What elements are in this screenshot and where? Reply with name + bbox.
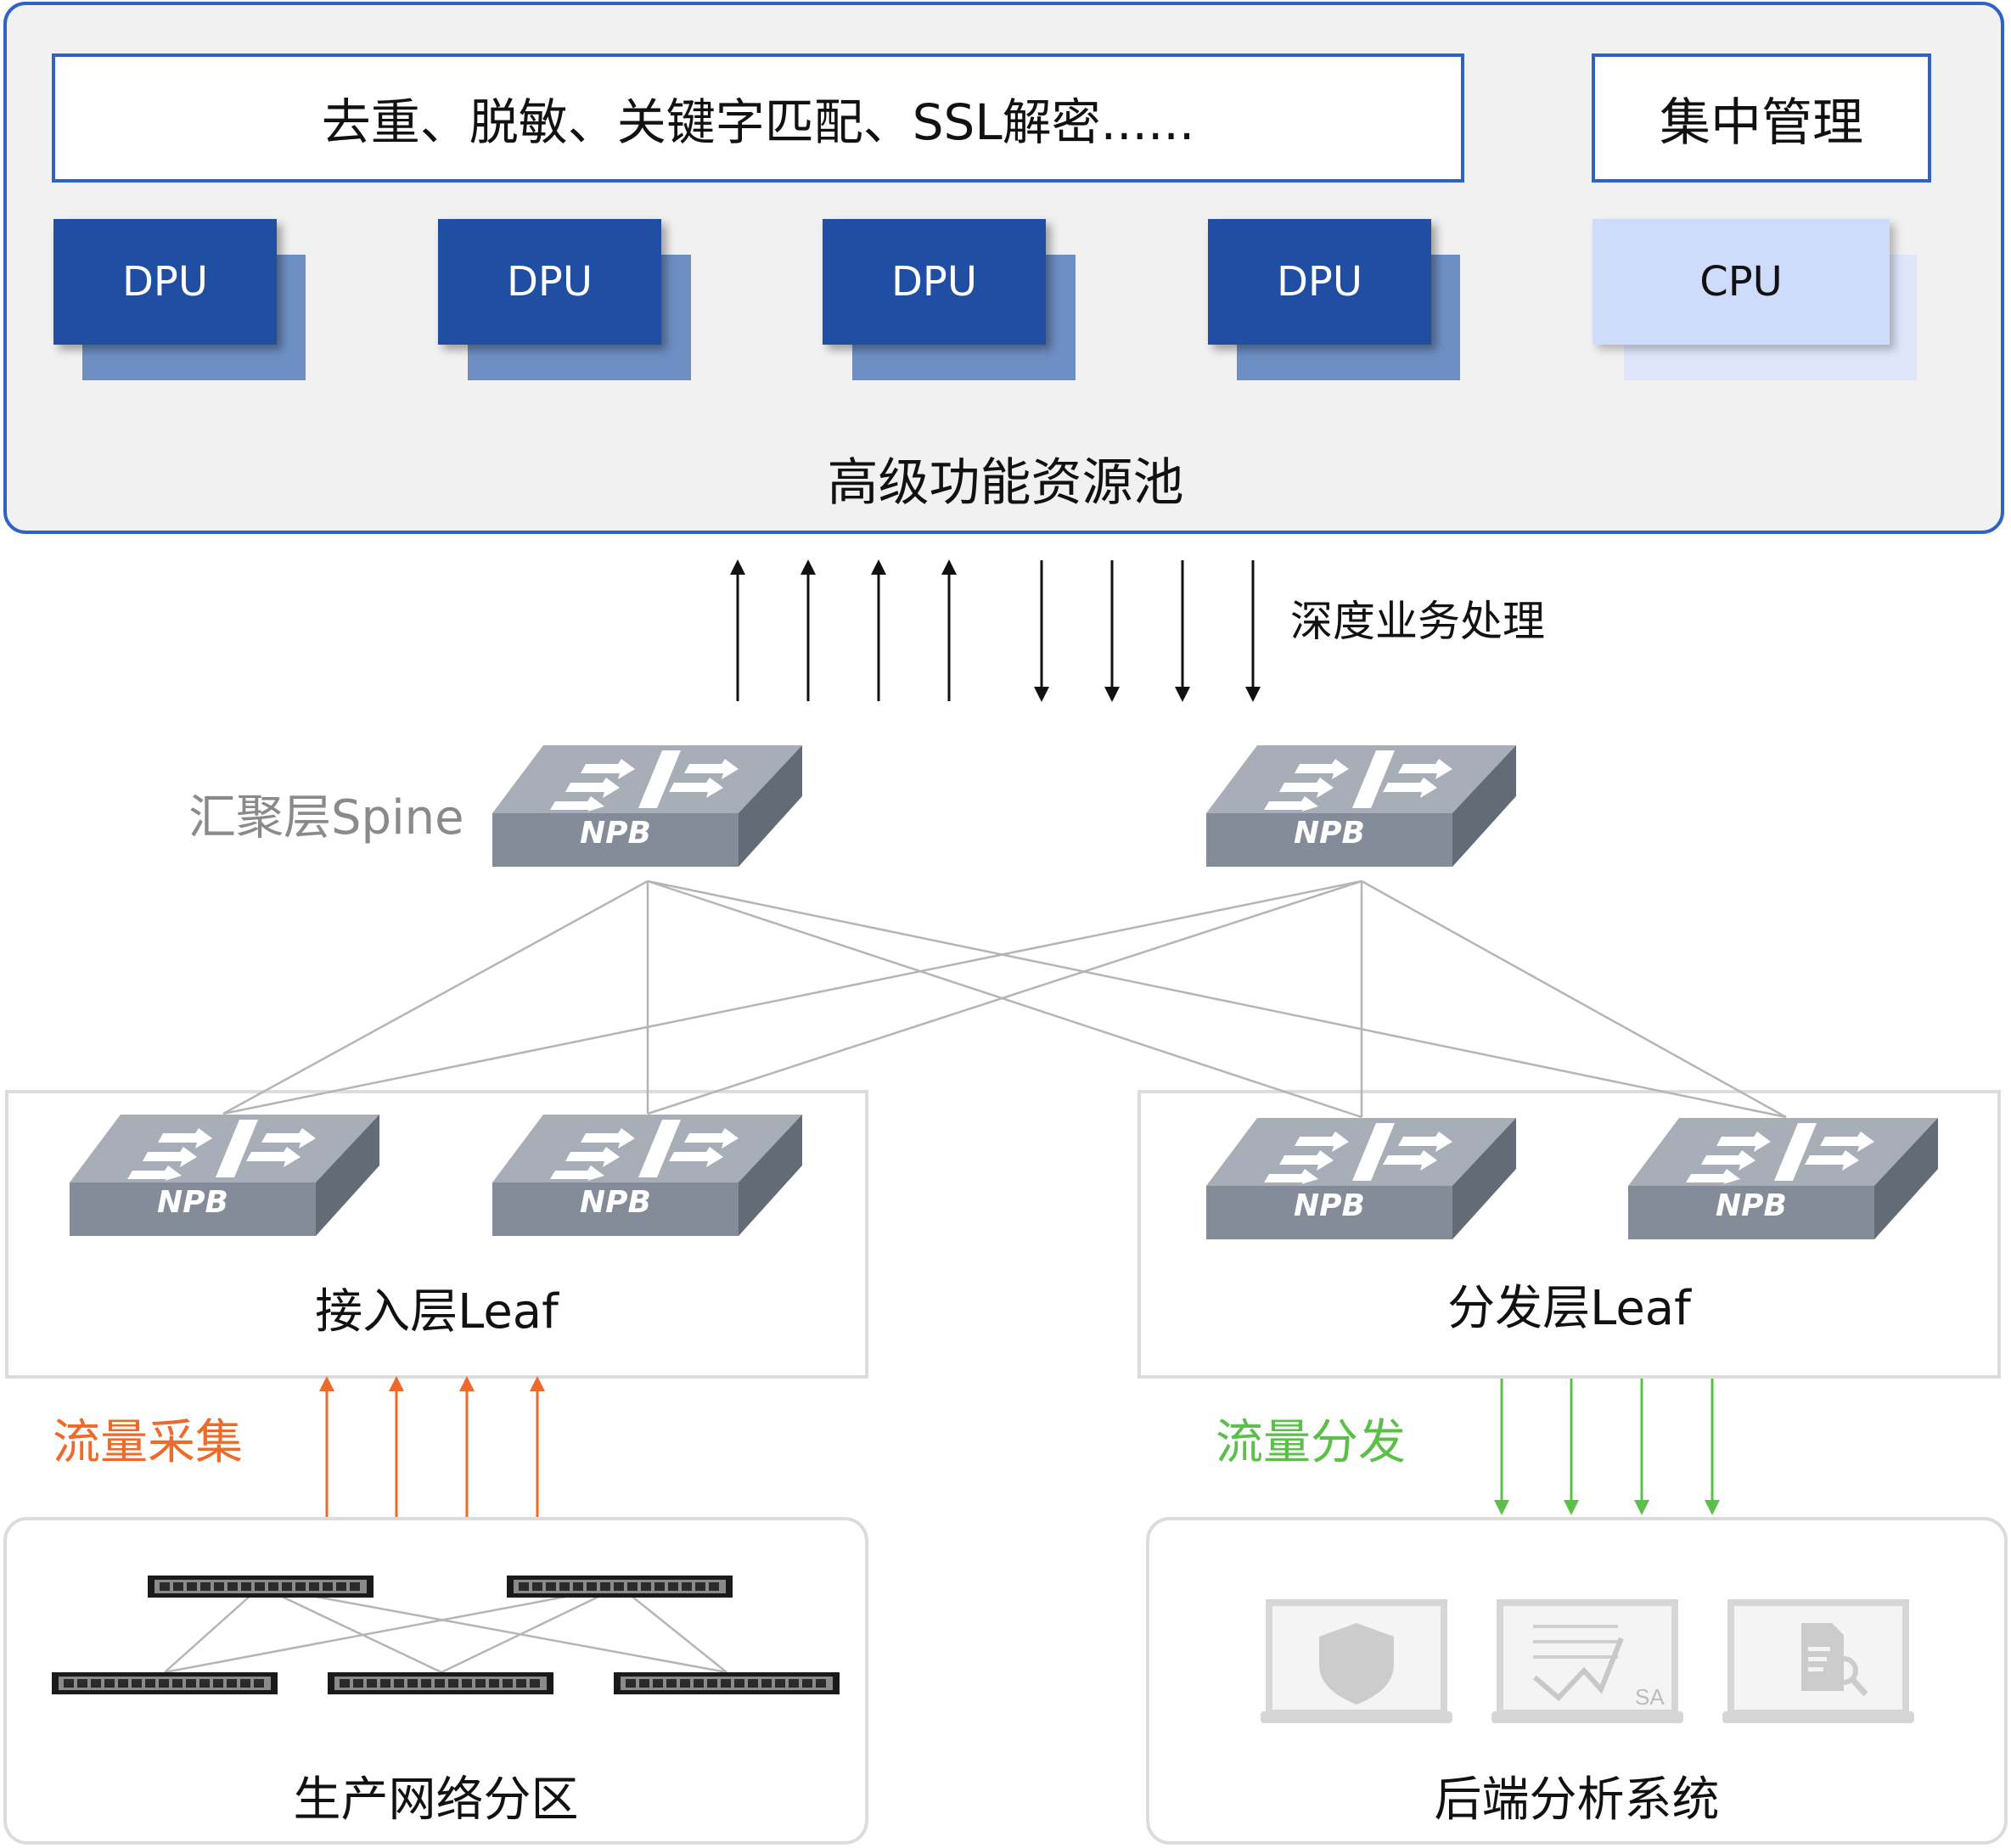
access-leaf-label: 接入层Leaf: [315, 1284, 559, 1340]
management-box: 集中管理: [1592, 53, 1931, 183]
functions-text: 去重、脱敏、关键字匹配、SSL解密......: [321, 93, 1195, 151]
chart-icon: [1533, 1625, 1624, 1702]
functions-box: 去重、脱敏、关键字匹配、SSL解密......: [52, 53, 1464, 183]
dpu-chip-2: DPU: [438, 219, 661, 345]
production-links: [164, 1585, 727, 1674]
rack-switch-2: [507, 1576, 733, 1598]
collect-arrows: [319, 1376, 545, 1517]
document-search-icon: [1801, 1623, 1868, 1697]
dpu-chip-4: DPU: [1208, 219, 1431, 345]
dpu-label: DPU: [121, 258, 209, 306]
production-network-label: 生产网络分区: [293, 1772, 579, 1828]
collect-label: 流量采集: [53, 1415, 243, 1470]
spine-npb-label-2: NPB: [1294, 816, 1365, 851]
dist-leaf-label: 分发层Leaf: [1447, 1281, 1691, 1336]
distribute-label: 流量分发: [1216, 1415, 1406, 1470]
deep-processing-label: 深度业务处理: [1290, 597, 1545, 646]
cpu-label: CPU: [1699, 258, 1783, 306]
rack-switch-5: [614, 1672, 840, 1694]
rack-switch-3: [52, 1672, 278, 1694]
shield-icon: [1319, 1623, 1394, 1705]
dpu-label: DPU: [890, 258, 978, 306]
dpu-label: DPU: [1276, 258, 1363, 306]
dpu-label: DPU: [506, 258, 593, 306]
spine-npb-label-1: NPB: [580, 816, 651, 851]
access-npb-label-2: NPB: [580, 1185, 651, 1220]
pool-title: 高级功能资源池: [827, 453, 1184, 513]
monitor-sa-text: SA: [1635, 1684, 1665, 1710]
cpu-chip: CPU: [1593, 219, 1890, 345]
dpu-chip-1: DPU: [53, 219, 277, 345]
rack-switch-1: [148, 1576, 374, 1598]
dist-npb-label-1: NPB: [1294, 1188, 1365, 1223]
distribute-arrows: [1494, 1379, 1720, 1515]
rack-switch-4: [328, 1672, 553, 1694]
backend-analysis-label: 后端分析系统: [1434, 1772, 1720, 1828]
dist-npb-label-2: NPB: [1716, 1188, 1787, 1223]
management-text: 集中管理: [1660, 93, 1863, 153]
spine-leaf-links: [222, 879, 1787, 1119]
dpu-chip-3: DPU: [823, 219, 1046, 345]
spine-layer-label: 汇聚层Spine: [188, 790, 464, 845]
access-npb-label-1: NPB: [157, 1185, 228, 1220]
